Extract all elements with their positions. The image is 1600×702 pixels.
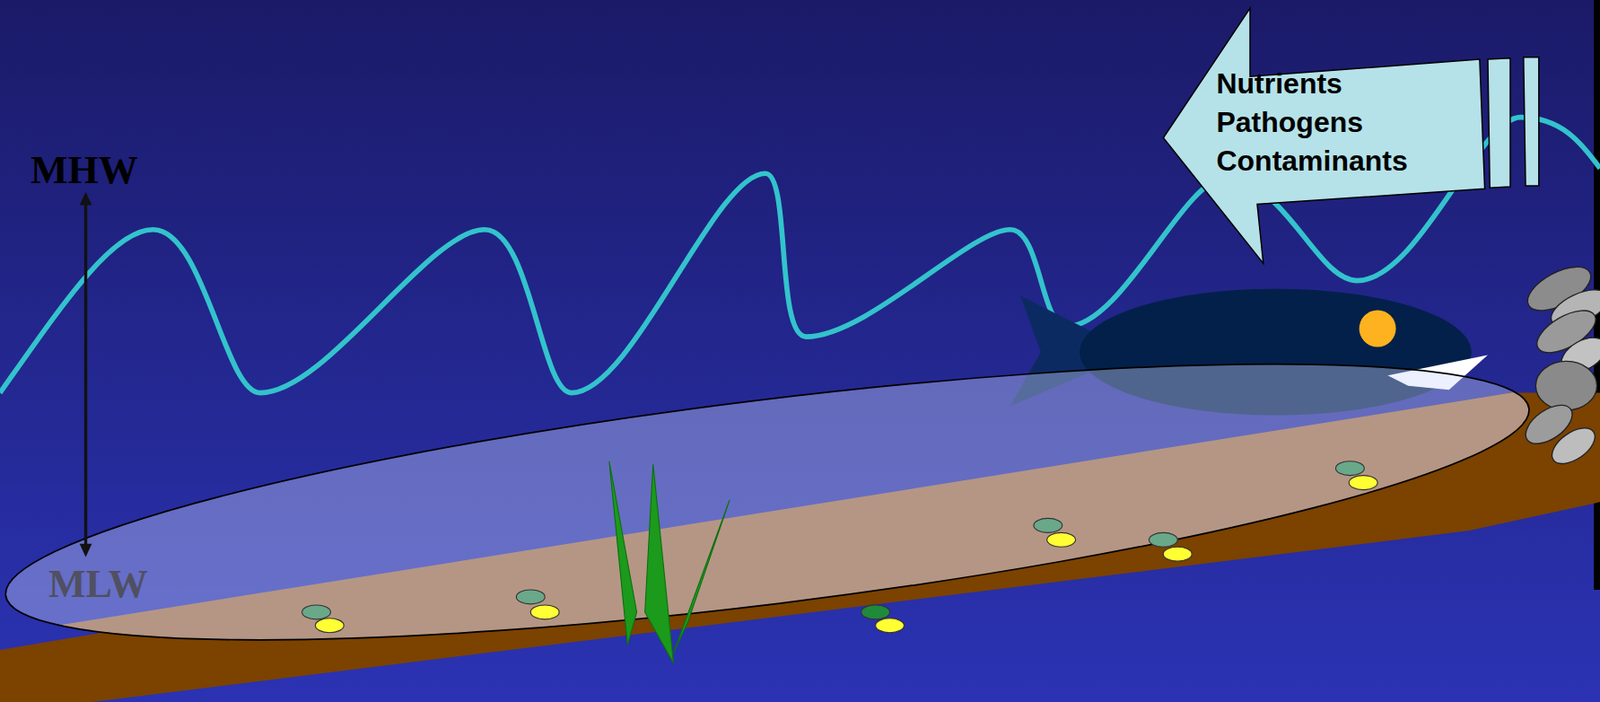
arrow-bar: [1487, 58, 1511, 188]
rocks: [1519, 257, 1600, 471]
arrow-bar: [1523, 57, 1539, 186]
pollutant-label: Nutrients: [1215, 64, 1408, 104]
pollutant-label: Contaminants: [1215, 141, 1408, 181]
input-arrow: NutrientsPathogensContaminants: [1153, 0, 1546, 271]
seagrass: [609, 461, 730, 664]
tidal-range-arrow: [79, 192, 93, 558]
arrow-shape: [1162, 8, 1485, 263]
shellfish: [302, 461, 1379, 633]
intertidal-zone: [0, 306, 1542, 697]
high-water-label: MHW: [30, 150, 139, 191]
low-water-label: MLW: [48, 564, 149, 604]
pollutant-label: Pathogens: [1215, 103, 1408, 142]
